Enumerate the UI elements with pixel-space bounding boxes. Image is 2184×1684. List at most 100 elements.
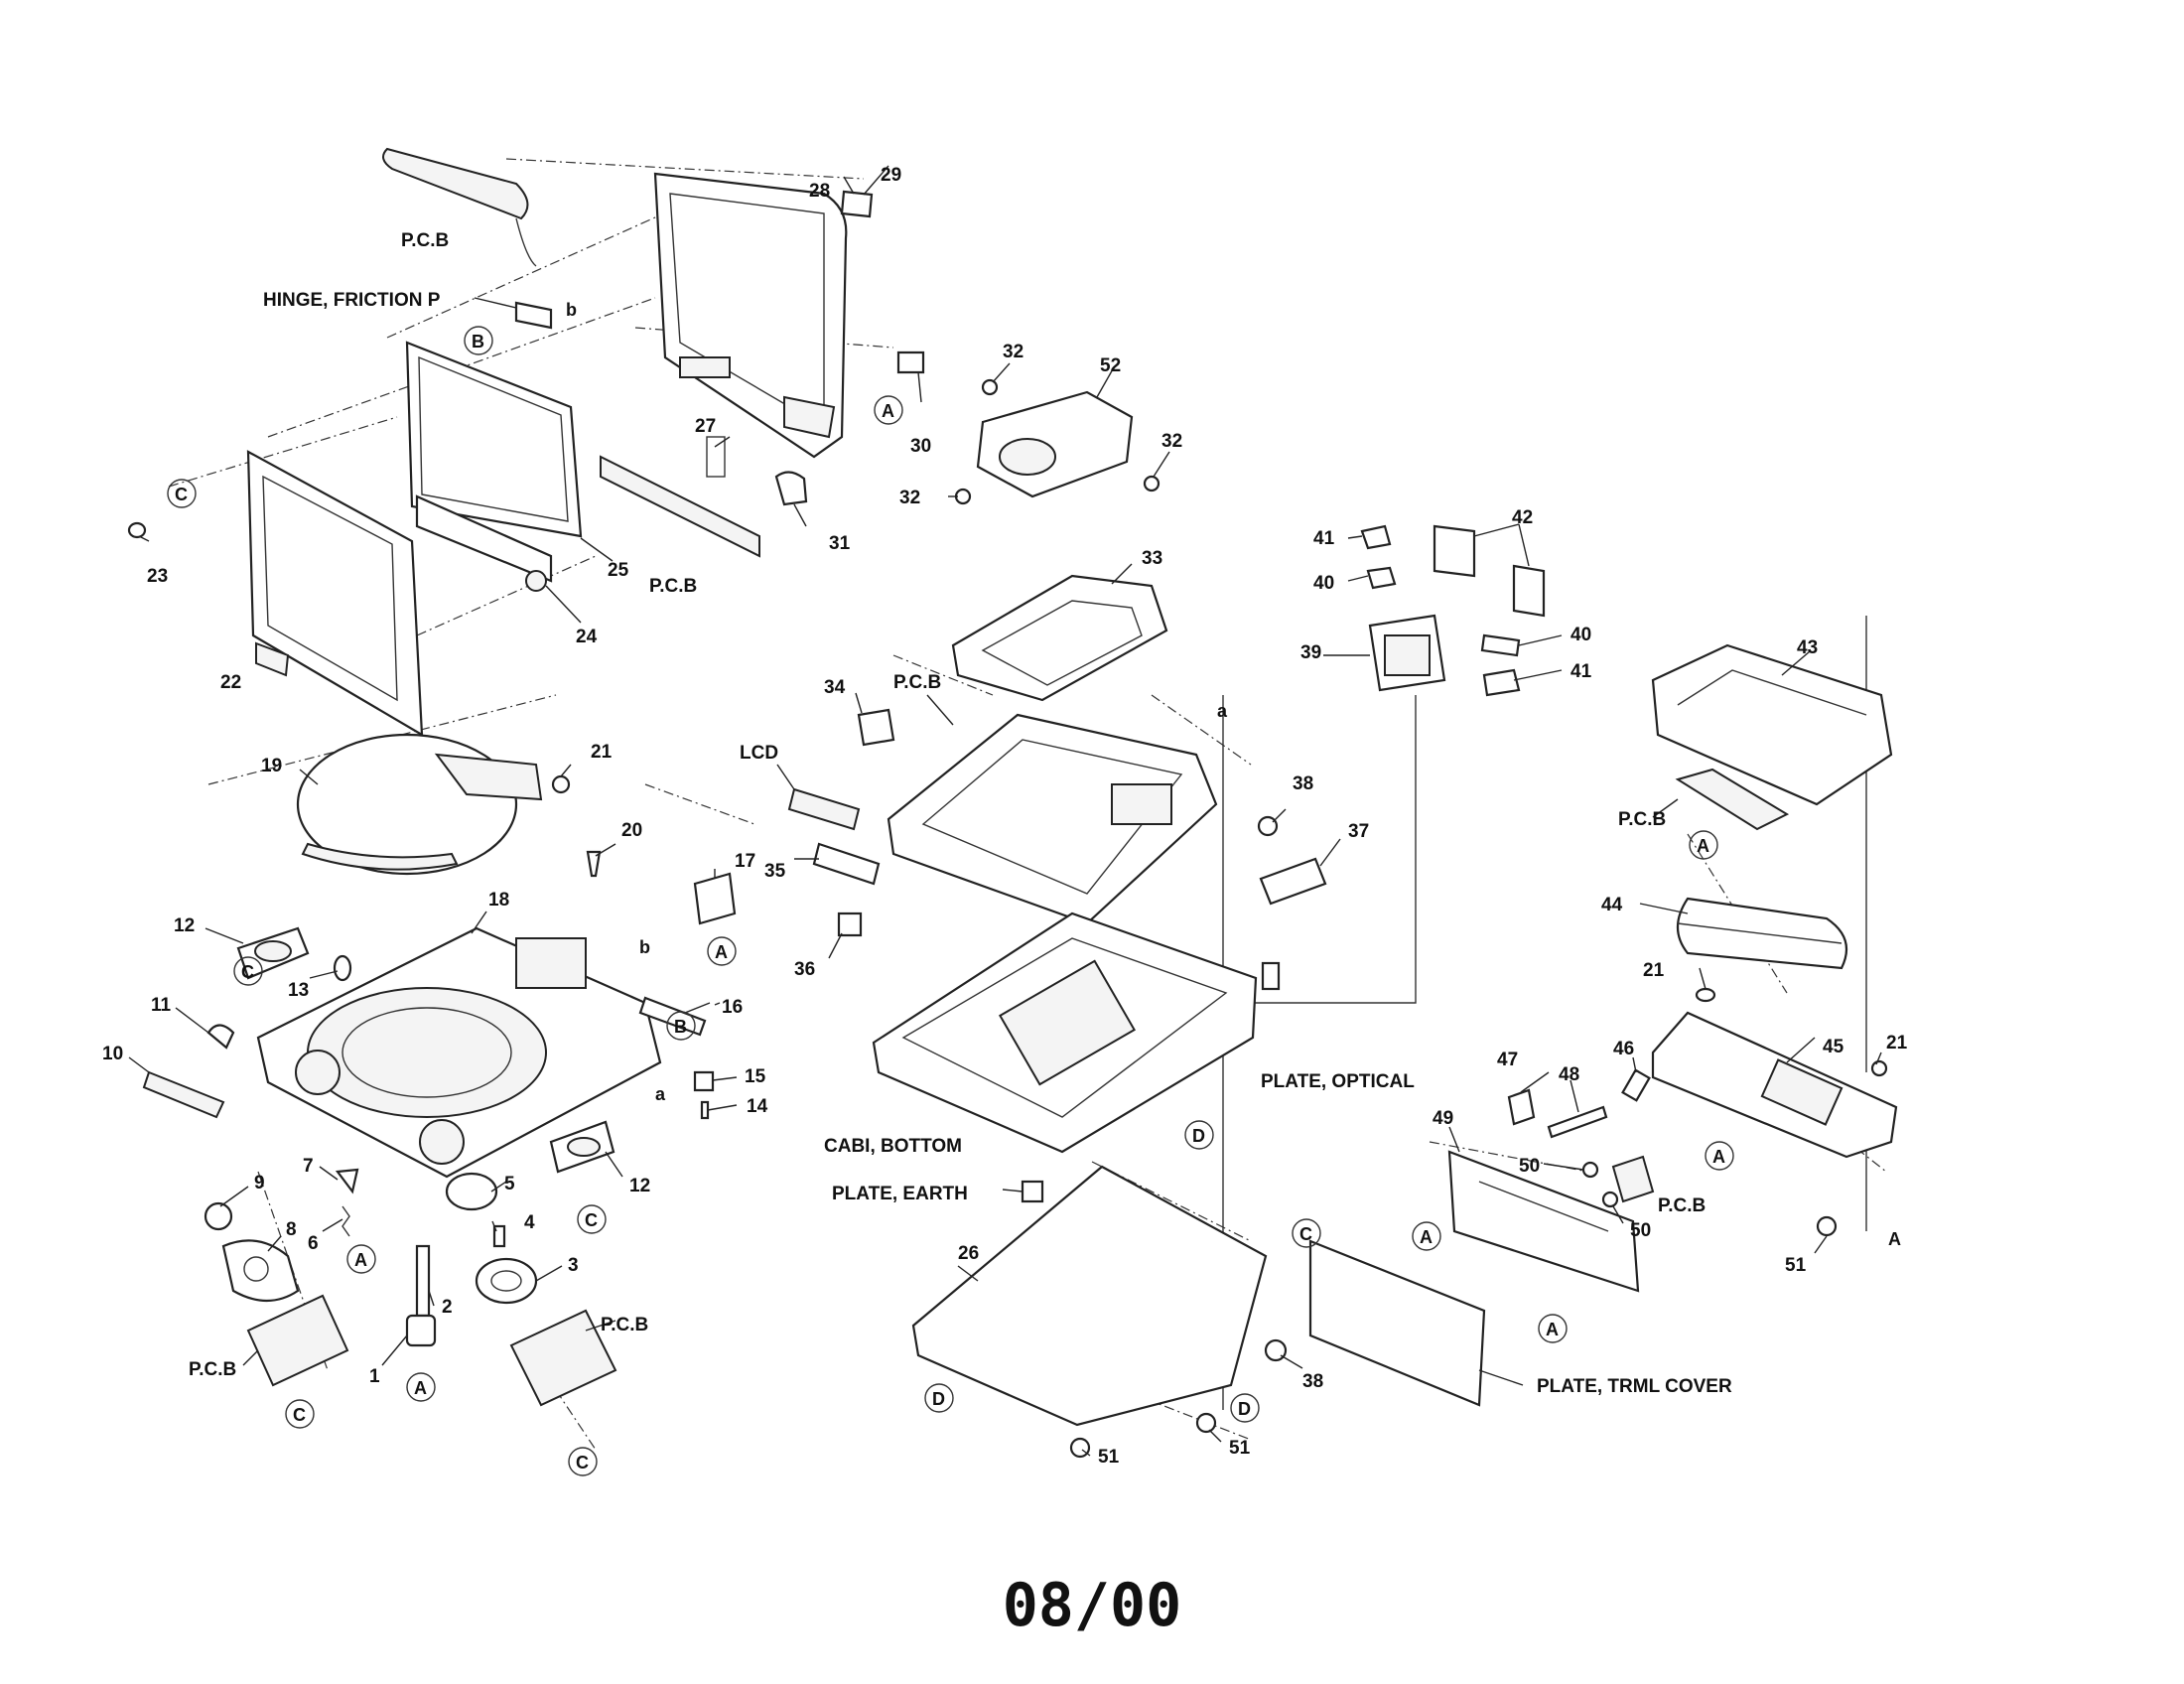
part-number: 51 <box>1229 1438 1251 1459</box>
part-51-feet <box>1069 1059 1888 1459</box>
part-number: 17 <box>735 851 755 872</box>
part-34-connector <box>857 708 895 747</box>
pcb-small <box>1611 1155 1655 1203</box>
part-7-latch <box>335 1168 359 1194</box>
pcb-top-strip <box>382 147 537 267</box>
pcb-lower-left <box>246 1294 349 1387</box>
part-12-speaker-right <box>549 1120 615 1174</box>
label-cabi-bottom: CABI, BOTTOM <box>824 1136 962 1157</box>
pcb-lower-center <box>509 1309 617 1407</box>
part-number: 13 <box>288 980 309 1001</box>
part-number: 5 <box>504 1174 515 1194</box>
lcd-strip <box>787 787 861 831</box>
part-16-pin <box>638 996 707 1037</box>
part-number: 14 <box>747 1096 768 1117</box>
part-4-spring <box>492 1224 506 1248</box>
part-number: 49 <box>1433 1108 1453 1129</box>
part-11-hook <box>206 1024 235 1050</box>
label-hinge-friction: HINGE, FRICTION P <box>263 290 441 311</box>
part-number: 12 <box>174 915 195 936</box>
part-number: 38 <box>1293 773 1313 794</box>
part-number: 39 <box>1300 642 1321 663</box>
svg-text:a: a <box>1217 701 1228 721</box>
part-number: 21 <box>1886 1033 1908 1053</box>
part-22-front-bezel <box>246 450 424 737</box>
part-49-terminal-plate <box>1447 1150 1640 1293</box>
part-number: 24 <box>576 627 598 647</box>
part-19-disc-lid <box>296 733 543 876</box>
svg-text:B: B <box>674 1017 687 1037</box>
part-8-motor-assembly <box>221 1239 300 1302</box>
svg-text:A: A <box>354 1250 367 1270</box>
part-20-screw <box>586 850 602 878</box>
part-number: 11 <box>151 995 172 1016</box>
part-number: 31 <box>829 533 851 554</box>
part-6-spring <box>341 1205 350 1237</box>
svg-text:C: C <box>576 1453 589 1473</box>
part-39-optical-block <box>1368 614 1446 692</box>
part-number: 29 <box>881 165 901 186</box>
part-2-shaft <box>415 1244 431 1318</box>
part-number: 26 <box>958 1243 979 1264</box>
part-18-chassis-base <box>256 926 662 1179</box>
svg-text:C: C <box>241 962 254 982</box>
part-number: 51 <box>1785 1255 1807 1276</box>
part-40-clip-lower <box>1480 633 1521 657</box>
part-29-label <box>840 190 874 218</box>
part-number: 41 <box>1570 661 1592 682</box>
svg-text:A: A <box>414 1378 427 1398</box>
part-24-button-board <box>415 494 553 592</box>
part-number: 45 <box>1823 1037 1844 1057</box>
label-pcb-small: P.C.B <box>1658 1195 1706 1216</box>
label-plate-earth: PLATE, EARTH <box>832 1184 968 1204</box>
part-23-screw <box>127 521 147 539</box>
part-44-battery-pack <box>1676 897 1848 970</box>
part-number: 12 <box>629 1176 650 1196</box>
part-number: 35 <box>764 861 786 882</box>
svg-text:a: a <box>655 1084 666 1104</box>
part-33-mechanism-chassis <box>951 574 1168 702</box>
part-number: 41 <box>1313 528 1335 549</box>
part-number: 36 <box>794 959 815 980</box>
part-47-tab <box>1507 1088 1536 1126</box>
plate-optical-part <box>1261 961 1281 991</box>
part-50-caps <box>1581 1161 1619 1208</box>
label-pcb-strip: P.C.B <box>649 576 697 597</box>
pcb-main-board <box>887 713 1218 925</box>
part-number: 40 <box>1570 625 1591 645</box>
part-number: 6 <box>308 1233 319 1254</box>
svg-text:D: D <box>1192 1126 1205 1146</box>
part-number: 50 <box>1519 1156 1540 1177</box>
svg-text:b: b <box>566 300 577 320</box>
leader-lines <box>128 165 1882 1457</box>
part-number: 32 <box>1161 431 1182 452</box>
cabinet-bottom <box>872 912 1258 1154</box>
part-17-bracket <box>693 872 737 925</box>
svg-text:A: A <box>715 942 728 962</box>
svg-text:A: A <box>1697 836 1709 856</box>
svg-text:D: D <box>1238 1399 1251 1419</box>
part-number: 4 <box>524 1212 535 1233</box>
part-40-clip-upper <box>1366 566 1397 590</box>
svg-text:C: C <box>175 485 188 504</box>
svg-text:A: A <box>1420 1227 1433 1247</box>
part-52-pickup-mechanism <box>976 390 1134 498</box>
part-5-motor <box>445 1172 498 1211</box>
part-numbers: 28 29 30 31 32 52 32 32 33 27 25 24 23 2… <box>102 165 1908 1468</box>
part-number: 20 <box>621 820 642 841</box>
part-48-pin <box>1547 1105 1608 1139</box>
label-lcd: LCD <box>740 743 778 764</box>
part-10-strip <box>142 1070 225 1119</box>
part-number: 8 <box>286 1219 297 1240</box>
svg-text:B: B <box>472 332 484 351</box>
part-28-rear-housing <box>653 172 848 459</box>
text-labels: P.C.B HINGE, FRICTION P P.C.B P.C.B LCD … <box>189 230 1732 1397</box>
part-number: 32 <box>1003 342 1024 362</box>
part-number: 2 <box>442 1297 453 1318</box>
part-41-clip-lower <box>1482 668 1521 697</box>
part-46-spring <box>1621 1068 1651 1102</box>
part-number: 47 <box>1497 1050 1518 1070</box>
part-number: 44 <box>1601 895 1623 915</box>
part-number: 51 <box>1098 1447 1120 1468</box>
